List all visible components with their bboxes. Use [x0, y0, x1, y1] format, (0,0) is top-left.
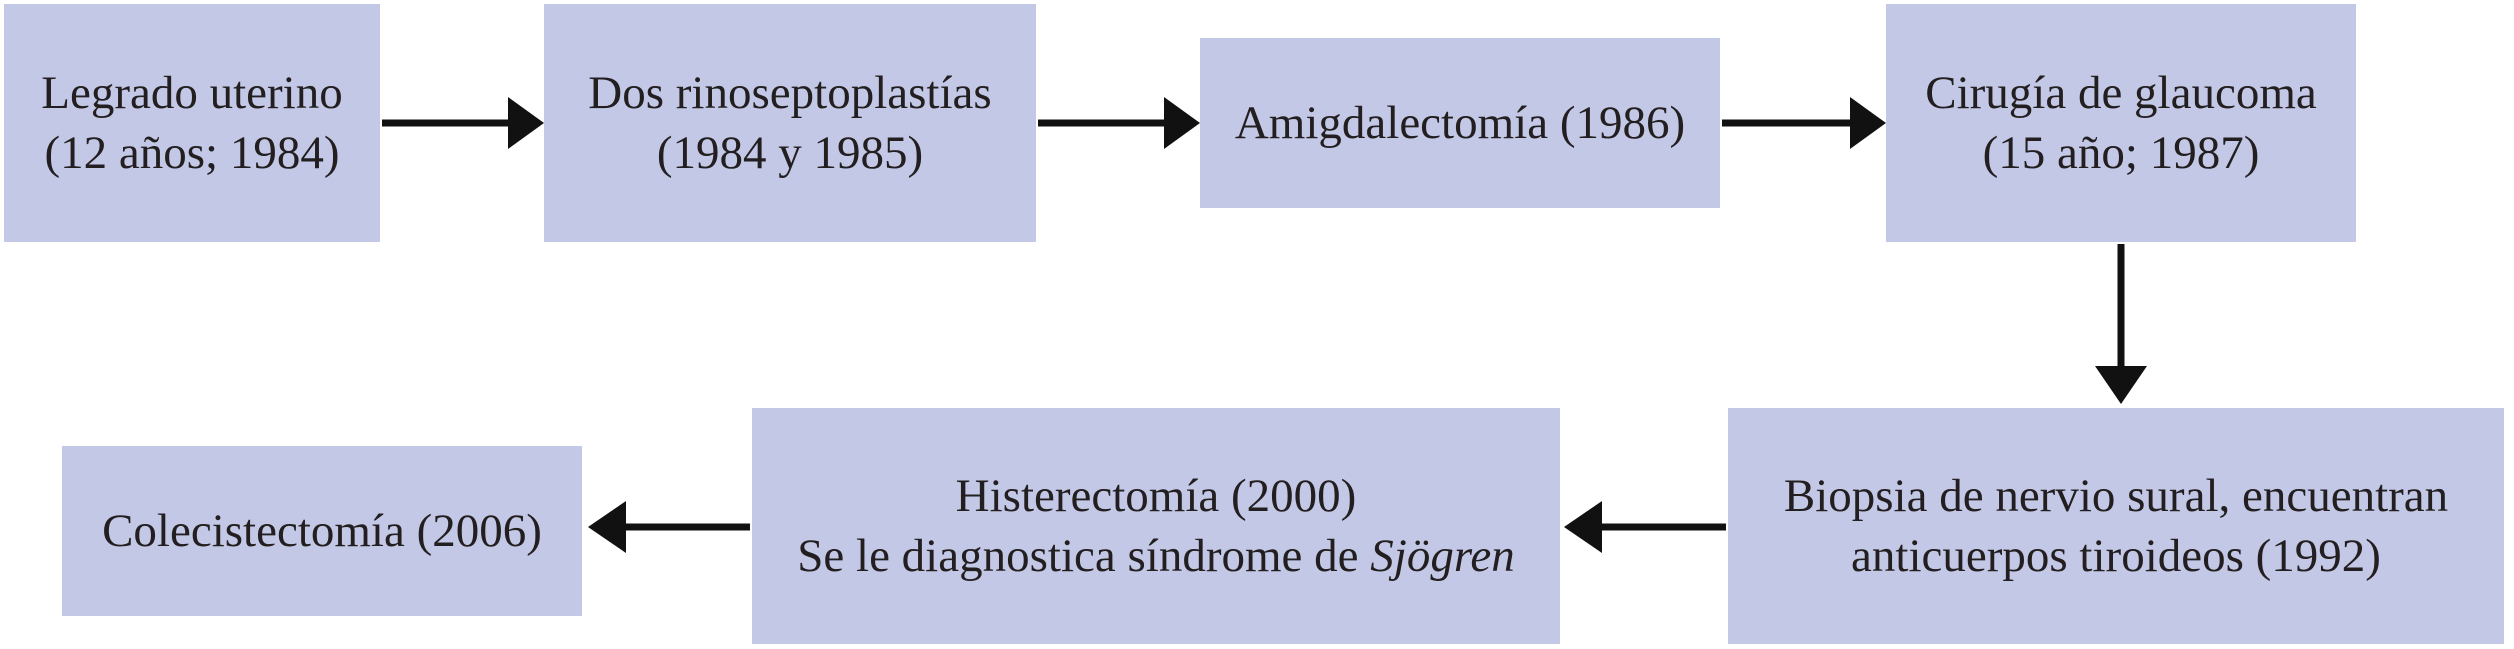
arrow-6-left: [588, 501, 750, 553]
step-date: (12 años; 1984): [44, 127, 340, 179]
step-label: Biopsia de nervio sural, encuentran: [1783, 470, 2449, 522]
step-sural-nerve-biopsy: Biopsia de nervio sural, encuentran anti…: [1728, 408, 2504, 644]
step-hysterectomy: Histerectomía (2000) Se le diagnostica s…: [752, 408, 1560, 644]
step-label: Colecistectomía (2006): [102, 505, 542, 557]
step-date: anticuerpos tiroideos (1992): [1851, 530, 2381, 582]
step-date: (1984 y 1985): [656, 127, 924, 179]
step-glaucoma-surgery: Cirugía de glaucoma (15 año; 1987): [1886, 4, 2356, 242]
step-curettage: Legrado uterino (12 años; 1984): [4, 4, 380, 242]
syndrome-name: Sjögren: [1370, 530, 1515, 582]
step-label: Cirugía de glaucoma: [1925, 67, 2317, 119]
step-rhinoseptoplasty: Dos rinoseptoplastías (1984 y 1985): [544, 4, 1036, 242]
step-label: Histerectomía (2000): [955, 470, 1357, 522]
arrow-1-right: [382, 97, 544, 149]
step-label: Legrado uterino: [41, 67, 343, 119]
arrow-3-right: [1722, 97, 1886, 149]
step-tonsillectomy: Amigdalectomía (1986): [1200, 38, 1720, 208]
step-date: (15 año; 1987): [1982, 127, 2260, 179]
step-label: Amigdalectomía (1986): [1234, 97, 1686, 149]
step-diagnosis: Se le diagnostica síndrome de Sjögren: [797, 526, 1514, 586]
arrow-2-right: [1038, 97, 1200, 149]
diagnosis-text: Se le diagnostica síndrome de: [797, 530, 1371, 582]
arrow-5-left: [1564, 501, 1726, 553]
step-label: Dos rinoseptoplastías: [588, 67, 992, 119]
step-cholecystectomy: Colecistectomía (2006): [62, 446, 582, 616]
arrow-4-down: [2095, 244, 2147, 404]
